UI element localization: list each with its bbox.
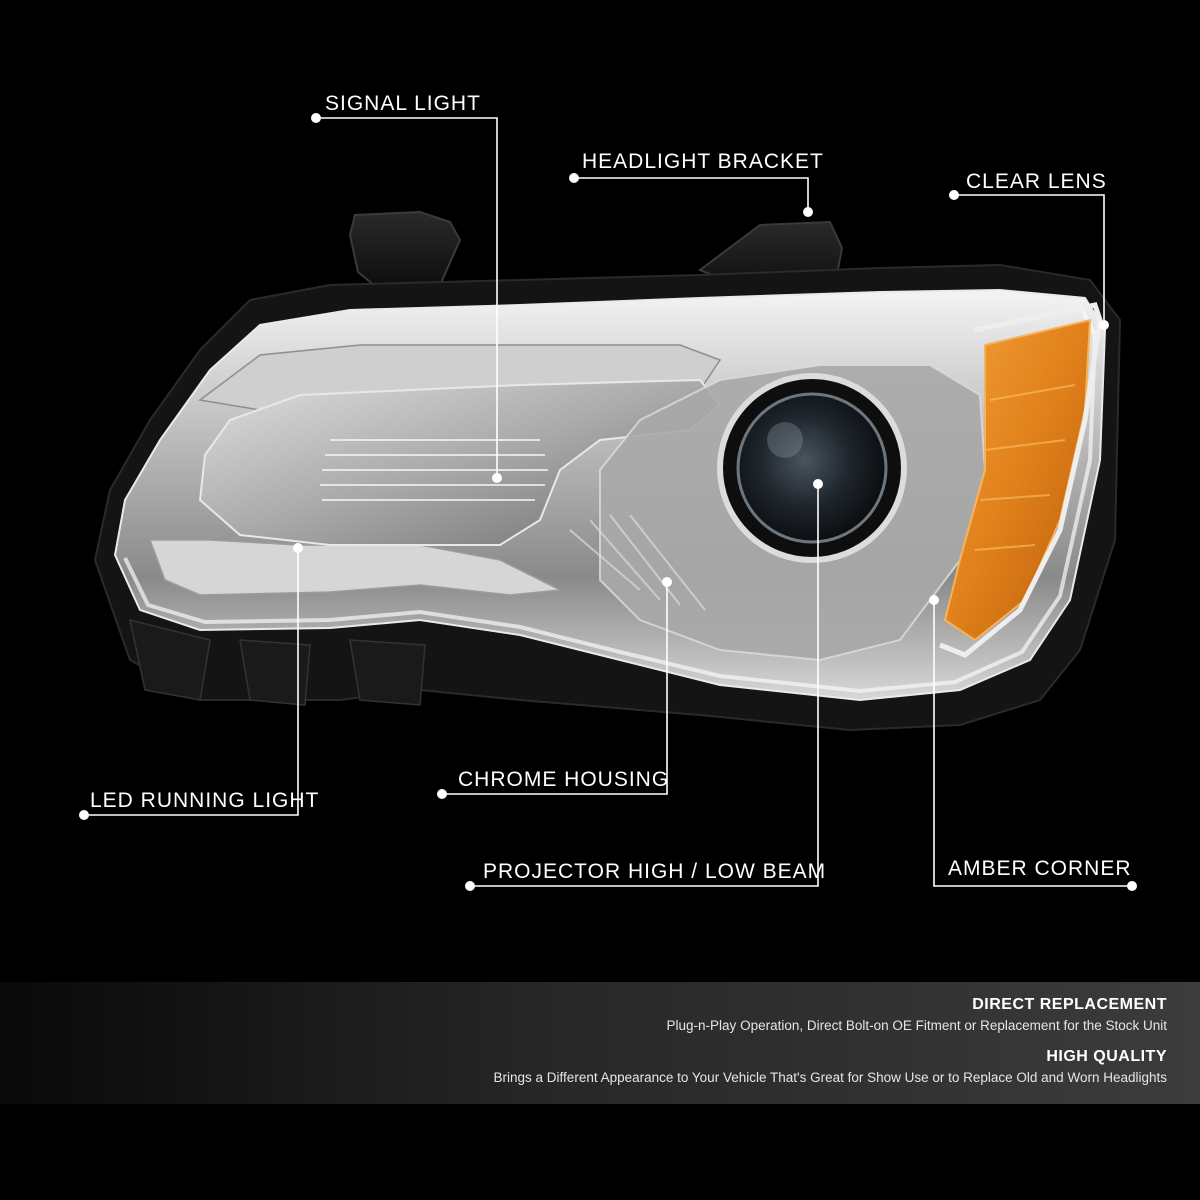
amber-facets — [974, 384, 1076, 551]
callout-projector-beam: PROJECTOR HIGH / LOW BEAM — [483, 860, 827, 883]
projector-dot-end — [813, 479, 823, 489]
bottom-tab-1 — [129, 618, 211, 701]
housing-fins — [569, 514, 706, 611]
led-dot-end — [293, 543, 303, 553]
signal-dot-end — [492, 473, 502, 483]
signal-line — [316, 117, 498, 478]
callout-clear-lens: CLEAR LENS — [966, 170, 1107, 193]
chrome-dot-end — [662, 577, 672, 587]
led-strip — [148, 539, 563, 596]
bracket-line — [574, 177, 809, 212]
clearlens-dot-end — [1099, 320, 1109, 330]
led-dot-start — [79, 810, 89, 820]
bottom-tab-2 — [239, 639, 311, 706]
feature-title-direct-replacement: DIRECT REPLACEMENT — [972, 996, 1167, 1013]
callout-signal-light: SIGNAL LIGHT — [325, 92, 481, 115]
clearlens-line — [954, 194, 1105, 325]
callout-lines — [84, 117, 1132, 887]
bottom-tab-3 — [349, 639, 426, 706]
amber-dot-start — [929, 595, 939, 605]
callout-amber-corner: AMBER CORNER — [948, 857, 1132, 880]
signal-dot-start — [311, 113, 321, 123]
projector-line — [470, 484, 819, 887]
amber-dot-end — [1127, 881, 1137, 891]
projector-dot-start — [465, 881, 475, 891]
callout-dots — [79, 113, 1137, 891]
chrome-line — [442, 582, 668, 795]
clear-lens-edge — [123, 304, 1098, 694]
inner-reflector — [198, 378, 722, 546]
amber-line — [933, 600, 1132, 887]
projector-highlight — [767, 422, 803, 458]
callout-headlight-bracket: HEADLIGHT BRACKET — [582, 150, 824, 173]
left-bracket — [348, 210, 462, 292]
projector-lens — [736, 392, 888, 544]
chrome-trim — [939, 302, 1103, 658]
callout-chrome-housing: CHROME HOUSING — [458, 768, 670, 791]
led-line — [84, 548, 299, 816]
feature-desc-high-quality: Brings a Different Appearance to Your Ve… — [493, 1070, 1167, 1085]
feature-title-high-quality: HIGH QUALITY — [1046, 1048, 1167, 1065]
chrome-dot-start — [437, 789, 447, 799]
signal-reflector-lines — [320, 439, 548, 501]
feature-desc-direct-replacement: Plug-n-Play Operation, Direct Bolt-on OE… — [666, 1018, 1167, 1033]
bracket-dot-end — [803, 207, 813, 217]
amber-corner — [943, 318, 1092, 642]
clearlens-dot-start — [949, 190, 959, 200]
feature-panel: DIRECT REPLACEMENT Plug-n-Play Operation… — [0, 982, 1200, 1104]
bracket-dot-start — [569, 173, 579, 183]
callout-led-running-light: LED RUNNING LIGHT — [90, 789, 320, 812]
